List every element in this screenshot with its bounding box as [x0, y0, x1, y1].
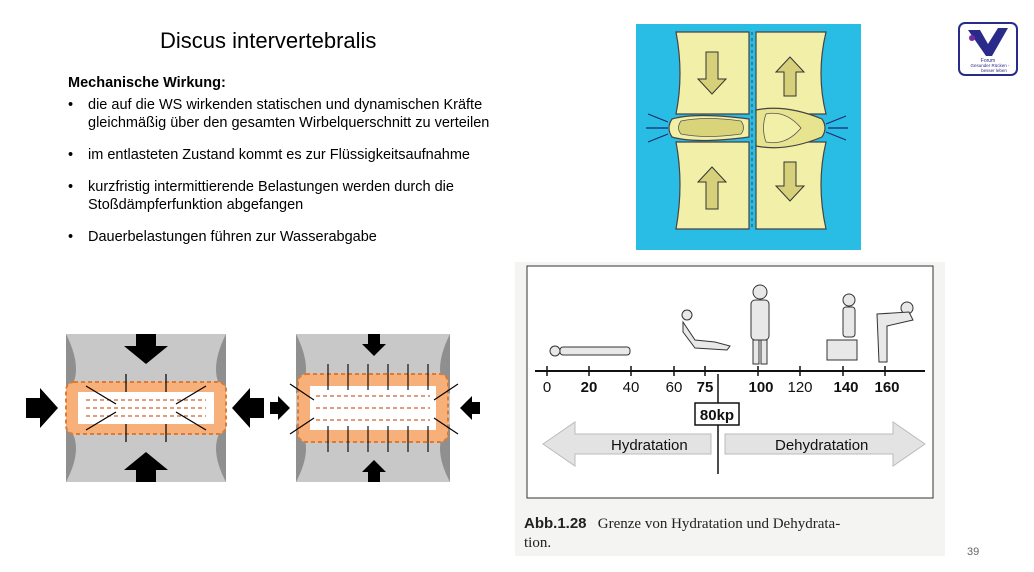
- hydration-label: Hydratation: [611, 437, 688, 454]
- tick-label: 20: [581, 379, 598, 396]
- dehydration-label: Dehydratation: [775, 437, 868, 454]
- threshold-label: 80kp: [700, 407, 734, 424]
- tick-label: 60: [666, 379, 683, 396]
- caption-text-cont: tion.: [524, 535, 552, 551]
- page-number: 39: [967, 546, 980, 558]
- slide-title: Discus intervertebralis: [160, 28, 377, 53]
- tick-label: 140: [833, 379, 858, 396]
- tick-label: 100: [748, 379, 773, 396]
- bullet-item: die auf die WS wirkenden statischen und …: [68, 96, 548, 132]
- caption-number: Abb.1.28: [524, 515, 587, 532]
- section-subtitle: Mechanische Wirkung:: [68, 75, 226, 91]
- hydration-threshold-figure: 0 20 40 60 75 100 120 140 160 80kp Hydra…: [515, 262, 945, 556]
- figure-caption: Abb.1.28 Grenze von Hydratation und Dehy…: [524, 514, 934, 553]
- tick-label: 160: [874, 379, 899, 396]
- tick-label: 75: [697, 379, 714, 396]
- bullet-list: die auf die WS wirkenden statischen und …: [68, 96, 548, 260]
- forum-logo: Forum Gesunder Rücken - besser leben: [958, 22, 1018, 76]
- caption-text: Grenze von Hydratation und Dehydrata-: [597, 516, 841, 532]
- disc-static-load-diagram: [26, 334, 264, 482]
- bullet-item: kurzfristig intermittierende Belastungen…: [68, 178, 548, 214]
- bullet-item: Dauerbelastungen führen zur Wasserabgabe: [68, 228, 548, 246]
- tick-label: 0: [543, 379, 551, 396]
- bullet-item: im entlasteten Zustand kommt es zur Flüs…: [68, 146, 548, 164]
- tick-label: 40: [623, 379, 640, 396]
- spine-load-diagram: [636, 24, 861, 250]
- tick-label: 120: [787, 379, 812, 396]
- logo-text-line3: besser leben: [981, 68, 1007, 73]
- logo-text-line1: Forum: [981, 58, 995, 64]
- disc-dynamic-load-diagram: [270, 334, 480, 482]
- logo-text-line2: Gesunder Rücken -: [970, 63, 1010, 68]
